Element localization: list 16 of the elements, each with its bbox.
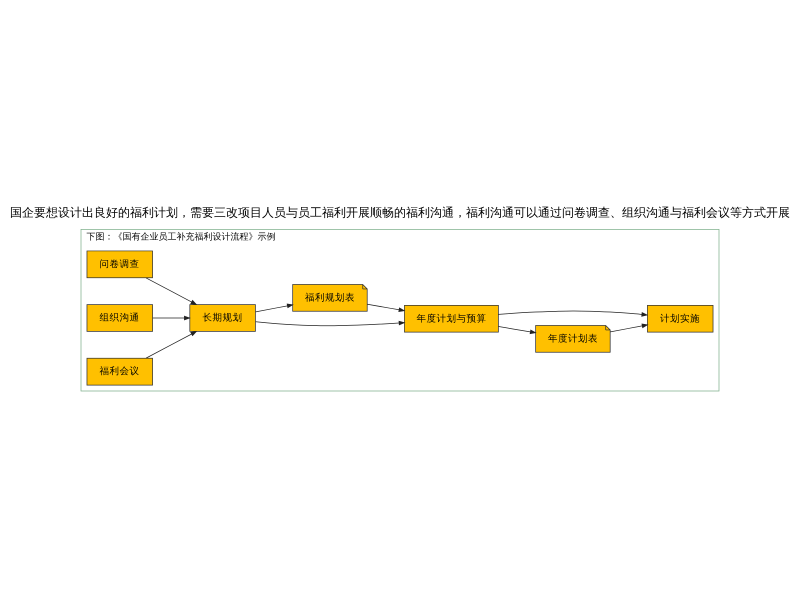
arrow bbox=[255, 303, 294, 312]
node-box: 计划实施 bbox=[647, 304, 714, 332]
arrow bbox=[255, 320, 406, 326]
arrow bbox=[366, 303, 406, 312]
node-box: 长期规划 bbox=[189, 304, 256, 332]
arrow bbox=[498, 326, 537, 334]
arrow bbox=[146, 330, 198, 358]
arrow bbox=[610, 323, 649, 332]
node-box: 福利会议 bbox=[86, 357, 153, 385]
node-box: 问卷调查 bbox=[86, 250, 153, 278]
arrow bbox=[146, 277, 198, 304]
arrow bbox=[152, 315, 191, 320]
node-box: 年度计划与预算 bbox=[404, 304, 499, 332]
arrow bbox=[498, 310, 648, 316]
diagram-title: 国企要想设计出良好的福利计划，需要三改项目人员与员工福利开展顺畅的福利沟通，福利沟通可以通过问卷调查、组织沟通与福利会议等方式开展 bbox=[10, 205, 790, 220]
node-box: 组织沟通 bbox=[86, 304, 153, 332]
